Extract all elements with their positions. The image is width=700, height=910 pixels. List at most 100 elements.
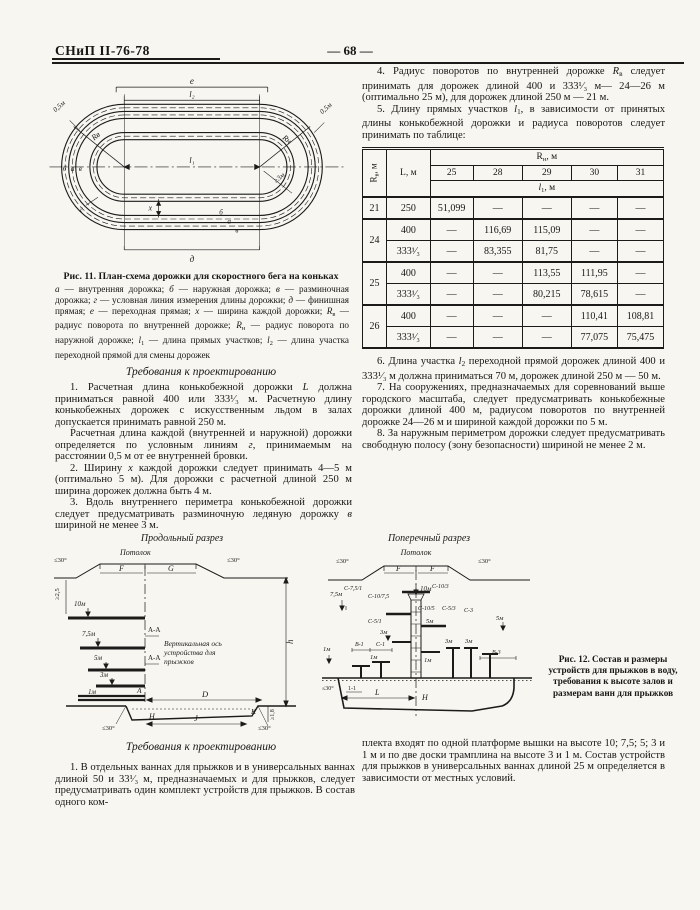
rv-value-cell: 21 — [361, 196, 388, 220]
ceiling-label-cross: Потолок — [400, 548, 432, 557]
rn-col-29: 29 — [521, 165, 572, 182]
bottom-paragraph-1-left: 1. В отдельных ваннах для прыжков и в ун… — [55, 762, 355, 808]
table-header-row-1: Rв, м L, м Rн, м — [361, 148, 665, 198]
height-1m: 1м — [88, 688, 97, 696]
axis-note-line3: прыжков — [164, 657, 195, 666]
l1-value-cell: — — [616, 261, 665, 285]
depth-1-8: ≥1,8 — [270, 709, 276, 720]
dim-h: h — [285, 639, 295, 644]
bottom-paragraph-1-right: плекта входят по одной платформе вышки н… — [362, 738, 665, 784]
l1-value-cell: — — [472, 261, 523, 285]
paragraph-7: 7. На сооружениях, предназначаемых для с… — [362, 382, 665, 428]
paragraph-1b: Расчетная длина каждой (внутренней и нар… — [55, 428, 352, 462]
board-b-1: В-1 — [355, 642, 364, 648]
fig11-label-rn: Rн — [280, 133, 293, 146]
dim-j: J — [194, 713, 199, 723]
height-5m-cross: 5м — [426, 618, 433, 625]
section-1-1: 1-1 — [348, 686, 356, 692]
l1-value-cell: 78,615 — [570, 283, 618, 306]
l1-value-cell: — — [472, 283, 523, 306]
fig11-label-3m: ≥3м — [272, 171, 287, 185]
paragraph-6: 6. Длина участка l2 переходной прямой до… — [362, 356, 665, 382]
l1-value-cell: — — [429, 261, 474, 285]
header-underline — [52, 58, 220, 60]
l1-value-cell: 116,69 — [472, 218, 523, 242]
l1-value-cell: — — [616, 240, 665, 263]
left-column-text: 1. Расчетная длина конькобежной дорожки … — [55, 382, 352, 532]
fig11-label-d: д — [190, 254, 195, 264]
platform-c-10-3: С-10/3 — [432, 584, 449, 590]
dimension-lines — [49, 86, 345, 251]
l1-value-cell: — — [521, 304, 572, 328]
track-length-cell: 333¹⁄₃ — [386, 240, 431, 263]
label-k: K — [250, 707, 257, 716]
fig11-label-a-bottom: а — [227, 218, 231, 226]
cross-drawing — [322, 565, 532, 716]
bottom-right-text: плекта входят по одной платформе вышки н… — [362, 738, 665, 784]
l1-value-cell: — — [429, 218, 474, 242]
l1-value-cell: 80,215 — [521, 283, 572, 306]
label-f: F — [118, 564, 124, 573]
l1-value-cell: 81,75 — [521, 240, 572, 263]
header-rule — [52, 62, 684, 64]
rn-col-28: 28 — [472, 165, 523, 182]
axis-note-line1: Вертикальная ось — [164, 639, 222, 648]
rv-rotated-label: Rв, м — [368, 163, 381, 183]
l1-value-cell: — — [570, 240, 618, 263]
angle-bottom-left-cross: ≤30° — [322, 685, 334, 692]
cross-title: Поперечный разрез — [387, 533, 470, 544]
l1-value-cell: 75,475 — [616, 326, 665, 349]
rn-col-30: 30 — [570, 165, 618, 182]
angle-left-cross: ≤30° — [336, 558, 349, 565]
col-header-rv: Rв, м — [361, 148, 388, 198]
paragraph-4: 4. Радиус поворотов по внутренней дорожк… — [362, 66, 666, 104]
right-column-text: 4. Радиус поворотов по внутренней дорожк… — [361, 66, 666, 451]
l1-value-cell: — — [521, 326, 572, 349]
l1-value-cell: — — [616, 283, 665, 306]
longitudinal-title: Продольный разрез — [140, 533, 223, 544]
track-length-cell: 400 — [386, 304, 431, 328]
l1-value-cell: — — [616, 196, 665, 220]
height-5m-right: 5м — [496, 615, 503, 622]
l1-value-cell: 77,075 — [570, 326, 618, 349]
l1-value-cell: 110,41 — [570, 304, 618, 328]
angle-bottom-right: ≤30° — [258, 725, 271, 732]
board-b-3: В-3 — [492, 650, 501, 656]
fig11-label-05m-right: 0,5м — [318, 101, 334, 116]
axis-note-line2: устройства для — [163, 648, 216, 657]
paragraph-8: 8. За наружным периметром дорожки следуе… — [362, 428, 665, 451]
l1-value-cell: 115,09 — [521, 218, 572, 242]
section-mark-aa-2: А-А — [148, 654, 160, 662]
track-length-cell: 333¹⁄₃ — [386, 283, 431, 306]
pool-depth-n-cross: Н — [421, 693, 429, 702]
doc-code: СНиП II-76-78 — [55, 43, 150, 58]
fig11-label-e: е — [190, 76, 194, 86]
l1-values-table: Rв, м L, м Rн, м 25 28 29 30 31 l1, м 21… — [361, 147, 665, 350]
l1-value-cell: — — [429, 240, 474, 263]
fig11-label-g: г — [80, 204, 83, 213]
height-10m-cross: 10м — [420, 585, 432, 593]
platform-c-3: С-3 — [464, 608, 473, 614]
table-head: Rв, м L, м Rн, м 25 28 29 30 31 l1, м — [361, 148, 665, 198]
l1-value-cell: — — [472, 196, 523, 220]
fig11-caption: Рис. 11. План-схема дорожки для скоростн… — [63, 271, 339, 282]
design-requirements-heading-top: Требования к проектированию — [125, 366, 277, 378]
l1-value-cell: — — [616, 218, 665, 242]
height-3m: 3м — [99, 671, 109, 679]
platform-c-7-5-1: С-7,5/1 — [344, 586, 362, 592]
l1-value-cell: 51,099 — [429, 196, 474, 220]
longitudinal-drawing — [54, 563, 296, 727]
rn-col-31: 31 — [616, 165, 665, 182]
l1-value-cell: — — [570, 218, 618, 242]
height-7-5m: 7,5м — [82, 630, 96, 638]
fig11-label-l2: l₂ — [189, 89, 194, 99]
platform-c-10-7-5: С-10/7,5 — [368, 594, 389, 600]
track-length-cell: 400 — [386, 218, 431, 242]
l1-value-cell: — — [472, 326, 523, 349]
